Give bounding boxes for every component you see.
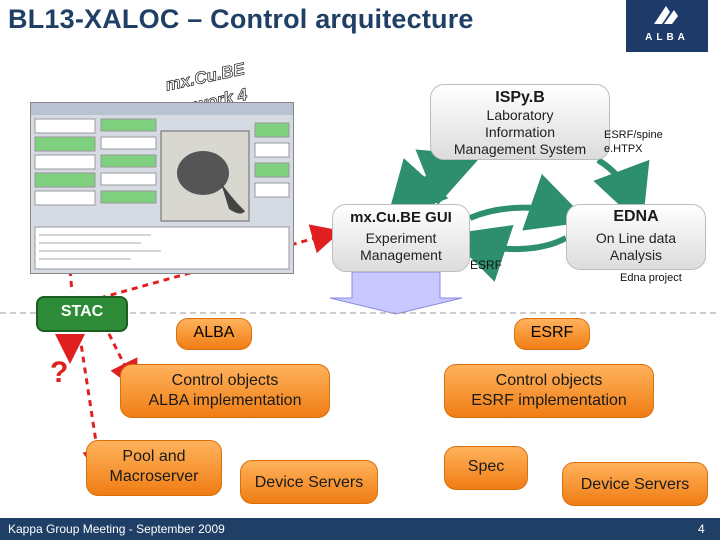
screenshot-illustration bbox=[31, 103, 293, 270]
esrf-spine-label: ESRF/spine e.HTPX bbox=[604, 128, 663, 156]
edna-line-2: Analysis bbox=[609, 247, 663, 263]
stac-box: STAC bbox=[36, 296, 128, 332]
spec-node: Spec bbox=[444, 446, 528, 490]
pool-line-2: Macroserver bbox=[109, 468, 199, 485]
mxcube-screenshot bbox=[30, 102, 294, 274]
ispyb-title: ISPy.B bbox=[495, 89, 545, 106]
mxcube-gui-node: mx.Cu.BE GUI Experiment Management bbox=[332, 204, 470, 272]
alba-label-box: ALBA bbox=[176, 318, 252, 350]
esrf-label: ESRF bbox=[530, 324, 574, 341]
synchrotron-logo-icon bbox=[654, 6, 678, 24]
footer-meeting: Kappa Group Meeting - September 2009 bbox=[8, 522, 225, 536]
gui-edna-arrow bbox=[468, 173, 589, 231]
alba-device-servers: Device Servers bbox=[240, 460, 378, 504]
esrf-objects-line-2: ESRF implementation bbox=[471, 392, 627, 409]
alba-device-servers-label: Device Servers bbox=[254, 474, 364, 491]
esrf-objects-line-1: Control objects bbox=[495, 372, 603, 389]
esrf-mid-label: ESRF bbox=[470, 258, 503, 272]
esrf-device-servers: Device Servers bbox=[562, 462, 708, 506]
spec-label: Spec bbox=[467, 458, 505, 475]
edna-line-1: On Line data bbox=[595, 230, 677, 246]
ispyb-line-1: Laboratory bbox=[486, 107, 554, 123]
alba-control-objects: Control objects ALBA implementation bbox=[120, 364, 330, 418]
edna-title: EDNA bbox=[613, 208, 659, 225]
alba-objects-line-1: Control objects bbox=[171, 372, 279, 389]
alba-label: ALBA bbox=[193, 324, 235, 341]
esrf-spine-line-2: e.HTPX bbox=[604, 143, 643, 155]
mxcube-line-2: Management bbox=[360, 247, 442, 263]
logo-text: ALBA bbox=[645, 32, 689, 43]
edna-node: EDNA On Line data Analysis bbox=[566, 204, 706, 270]
page-title: BL13-XALOC – Control arquitecture bbox=[8, 4, 474, 34]
question-mark: ? bbox=[50, 356, 69, 389]
ispyb-edna-arrow bbox=[593, 157, 650, 227]
ispyb-node: ISPy.B Laboratory Information Management… bbox=[430, 84, 610, 160]
gui-ispyb-arrow bbox=[415, 149, 483, 208]
footer-bar bbox=[0, 518, 720, 540]
alba-logo bbox=[626, 0, 708, 52]
stac-label: STAC bbox=[60, 303, 104, 320]
edna-project-label: Edna project bbox=[620, 272, 682, 284]
esrf-device-servers-label: Device Servers bbox=[580, 476, 690, 493]
page-number: 4 bbox=[698, 522, 705, 536]
esrf-label-box: ESRF bbox=[514, 318, 590, 350]
esrf-control-objects: Control objects ESRF implementation bbox=[444, 364, 654, 418]
pool-line-1: Pool and bbox=[122, 448, 186, 465]
pool-macroserver: Pool and Macroserver bbox=[86, 440, 222, 496]
alba-objects-line-2: ALBA implementation bbox=[148, 392, 302, 409]
mxcube-line-1: Experiment bbox=[365, 230, 437, 246]
gui-down-arrow bbox=[329, 271, 463, 315]
ispyb-line-2: Information bbox=[484, 124, 556, 140]
mxcube-title: mx.Cu.BE GUI bbox=[350, 209, 452, 226]
ispyb-line-3: Management System bbox=[453, 141, 587, 157]
edna-gui-arrow bbox=[447, 224, 568, 282]
esrf-spine-line-1: ESRF/spine bbox=[604, 129, 663, 141]
